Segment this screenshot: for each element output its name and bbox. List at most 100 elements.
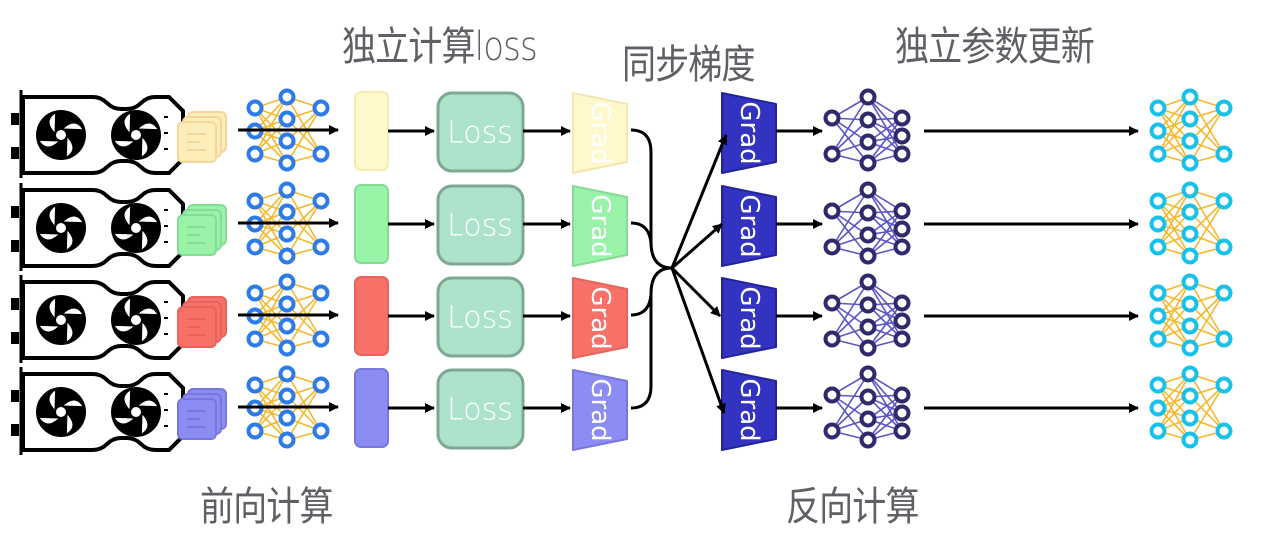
- synced-grad: Grad: [721, 92, 777, 174]
- network-node: [859, 388, 877, 406]
- grad-label: Grad: [734, 378, 764, 441]
- network-node: [893, 109, 911, 127]
- worker-row-4: Loss Grad Grad: [11, 365, 1233, 455]
- network-node: [1149, 422, 1167, 440]
- neural-network-icon: [823, 88, 911, 172]
- network-node: [278, 339, 296, 357]
- network-node: [823, 202, 841, 220]
- stage-label-sync-gradient: 同步梯度: [622, 42, 755, 88]
- forward-output: [354, 368, 389, 448]
- network-node: [246, 376, 264, 394]
- grad-label: Grad: [585, 101, 615, 164]
- network-node: [893, 145, 911, 163]
- merge-brace: [630, 128, 673, 410]
- network-node: [278, 317, 296, 335]
- network-node: [278, 387, 296, 405]
- network-node: [1181, 154, 1199, 172]
- network-node: [1181, 365, 1199, 383]
- grad-label: Grad: [585, 378, 615, 441]
- network-node: [859, 204, 877, 222]
- data-stack-icon: [177, 296, 227, 348]
- network-node: [1215, 238, 1233, 256]
- grad-label: Grad: [734, 286, 764, 349]
- network-node: [859, 296, 877, 314]
- network-node: [1215, 192, 1233, 210]
- network-node: [1181, 181, 1199, 199]
- network-node: [312, 192, 330, 210]
- network-node: [823, 386, 841, 404]
- network-node: [893, 330, 911, 348]
- loss-label: Loss: [447, 116, 513, 151]
- synced-grad: Grad: [721, 369, 777, 451]
- loss-box: Loss: [436, 91, 525, 173]
- neural-network-icon: [1149, 273, 1233, 357]
- network-node: [278, 431, 296, 449]
- broadcast-arrow: [671, 222, 723, 270]
- network-node: [893, 238, 911, 256]
- neural-network-icon: [1149, 181, 1233, 265]
- network-node: [312, 238, 330, 256]
- gpu-card-icon: [11, 275, 185, 363]
- network-node: [312, 145, 330, 163]
- network-node: [1181, 203, 1199, 221]
- broadcast-arrow: [670, 266, 722, 318]
- network-node: [278, 295, 296, 313]
- stage-label-backward: 反向计算: [786, 484, 919, 530]
- network-node: [1181, 273, 1199, 291]
- network-node: [246, 145, 264, 163]
- forward-output: [354, 276, 389, 356]
- forward-output: [354, 91, 389, 171]
- network-node: [893, 422, 911, 440]
- network-node: [1149, 284, 1167, 302]
- loss-box: Loss: [436, 368, 525, 450]
- neural-network-icon: [246, 88, 330, 172]
- network-node: [278, 409, 296, 427]
- network-node: [893, 127, 911, 145]
- network-node: [859, 365, 877, 383]
- network-node: [823, 109, 841, 127]
- network-node: [1181, 225, 1199, 243]
- network-node: [859, 431, 877, 449]
- network-node: [1215, 376, 1233, 394]
- network-node: [1215, 422, 1233, 440]
- network-node: [893, 312, 911, 330]
- network-node: [278, 110, 296, 128]
- network-node: [246, 422, 264, 440]
- broadcast-arrow: [670, 134, 728, 269]
- neural-network-icon: [823, 273, 911, 357]
- network-node: [893, 220, 911, 238]
- network-node: [859, 133, 877, 151]
- data-stack-icon: [177, 111, 227, 163]
- network-node: [312, 99, 330, 117]
- network-node: [1149, 238, 1167, 256]
- network-node: [823, 238, 841, 256]
- network-node: [893, 202, 911, 220]
- network-node: [278, 181, 296, 199]
- network-node: [859, 273, 877, 291]
- loss-box: Loss: [436, 276, 525, 358]
- network-node: [893, 386, 911, 404]
- network-node: [1215, 145, 1233, 163]
- network-node: [1149, 330, 1167, 348]
- network-node: [823, 330, 841, 348]
- network-node: [1215, 330, 1233, 348]
- network-node: [859, 111, 877, 129]
- network-node: [823, 422, 841, 440]
- network-node: [1215, 284, 1233, 302]
- local-grad: Grad: [572, 185, 628, 267]
- network-node: [246, 99, 264, 117]
- neural-network-icon: [1149, 365, 1233, 449]
- network-node: [278, 132, 296, 150]
- network-node: [1149, 215, 1167, 233]
- synced-grad: Grad: [721, 185, 777, 267]
- network-node: [1149, 99, 1167, 117]
- network-node: [823, 145, 841, 163]
- network-node: [278, 154, 296, 172]
- network-node: [859, 154, 877, 172]
- network-node: [1215, 99, 1233, 117]
- network-node: [859, 88, 877, 106]
- network-node: [1181, 409, 1199, 427]
- network-node: [246, 238, 264, 256]
- broadcast-arrow: [670, 267, 726, 414]
